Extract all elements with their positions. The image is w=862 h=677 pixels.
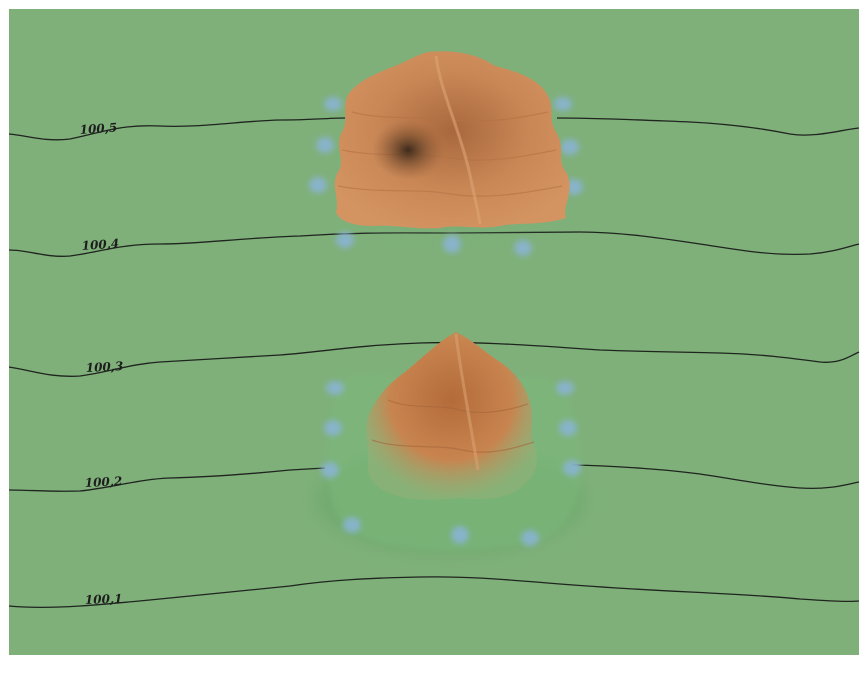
water-drips-lower — [321, 381, 581, 546]
contour-labels: 100,5 100,4 100,3 100,2 100,1 — [79, 120, 123, 607]
water-drips-upper — [309, 97, 583, 256]
contour-line-100-2 — [8, 464, 860, 492]
mound-upper-pit — [372, 120, 444, 180]
mound-lower — [315, 332, 585, 555]
contour-line-100-3 — [8, 341, 860, 377]
contour-line-100-5 — [8, 117, 860, 141]
contour-label-100-3: 100,3 — [85, 359, 123, 375]
contour-line-100-1 — [8, 576, 860, 609]
mound-upper-body — [334, 51, 570, 229]
mound-lower-body — [366, 332, 537, 500]
contour-label-100-2: 100,2 — [84, 474, 122, 490]
contour-label-100-5: 100,5 — [79, 120, 117, 137]
mound-upper — [309, 51, 583, 256]
contour-label-100-1: 100,1 — [85, 592, 123, 607]
contour-label-100-4: 100,4 — [81, 236, 119, 253]
